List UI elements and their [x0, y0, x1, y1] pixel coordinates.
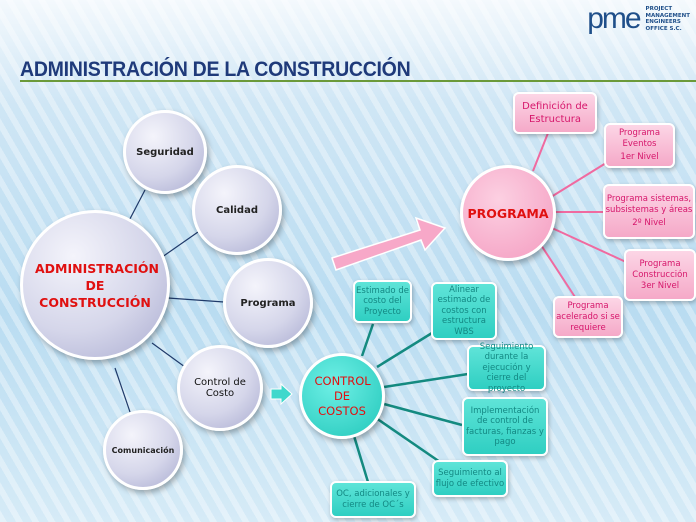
item-label: Seguimiento durante la ejecución y cierr… — [479, 341, 534, 394]
item-label: Implementación de control de facturas, f… — [466, 405, 544, 448]
connector-line — [376, 331, 433, 369]
item-label: Alinear estimado de costos con estructur… — [437, 284, 491, 337]
slide-title: ADMINISTRACIÓN DE LA CONSTRUCCIÓN — [20, 58, 411, 81]
costos-item: Implementación de control de facturas, f… — [462, 397, 548, 456]
costos-item: OC, adicionales y cierre de OC´s — [330, 481, 416, 518]
programa-circle: PROGRAMA — [460, 165, 556, 261]
node-label: Control de Costo — [194, 377, 246, 399]
node-label: Seguridad — [136, 146, 194, 158]
logo-line: ENGINEERS — [645, 19, 681, 25]
costos-item: Estimado de costo del Proyecto — [353, 280, 412, 323]
node-label: Comunicación — [111, 445, 175, 455]
connector-line — [383, 402, 463, 427]
costos-center-label: CONTROL DE COSTOS — [314, 373, 371, 418]
programa-item: Definición de Estructura — [513, 92, 597, 134]
logo-mark: pme — [587, 2, 641, 35]
node-seguridad: Seguridad — [123, 110, 207, 194]
programa-item: Programa Eventos 1er Nivel — [604, 123, 675, 168]
item-label: Seguimiento al flujo de efectivo — [435, 468, 505, 489]
connector-line — [540, 244, 576, 298]
node-control-de-costo: Control de Costo — [177, 345, 263, 431]
item-label: Estimado de costo del Proyecto — [356, 285, 409, 317]
teal-arrow-icon — [270, 382, 293, 406]
connector-line — [550, 162, 607, 198]
connector-line — [151, 342, 186, 368]
node-programa: Programa — [223, 258, 313, 348]
node-calidad: Calidad — [192, 165, 282, 255]
connector-line — [167, 297, 225, 303]
pink-arrow-icon — [331, 216, 447, 271]
item-label: Programa Construcción 3er Nivel — [632, 258, 688, 291]
item-level: 1er Nivel — [620, 152, 659, 162]
connector-line — [375, 416, 441, 464]
admin-center-label: ADMINISTRACIÓN DE CONSTRUCCIÓN — [35, 260, 159, 310]
item-label: Programa sistemas, subsistemas y áreas — [605, 194, 693, 215]
programa-center-label: PROGRAMA — [467, 205, 549, 221]
item-label: Programa Eventos — [618, 128, 661, 149]
node-label: Calidad — [215, 204, 258, 216]
node-comunicacion: Comunicación — [103, 410, 183, 490]
programa-item: Programa acelerado si se requiere — [553, 296, 623, 338]
company-logo: pme PROJECT MANAGEMENT ENGINEERS OFFICE … — [587, 2, 690, 36]
item-level: 2º Nivel — [632, 218, 666, 228]
costos-item: Alinear estimado de costos con estructur… — [431, 282, 497, 340]
control-costos-circle: CONTROL DE COSTOS — [299, 353, 385, 439]
connector-line — [532, 132, 549, 172]
programa-item: Programa sistemas, subsistemas y áreas 2º… — [603, 184, 695, 239]
connector-line — [551, 227, 627, 263]
logo-line: PROJECT — [645, 6, 673, 12]
programa-item: Programa Construcción 3er Nivel — [624, 249, 696, 301]
item-label: OC, adicionales y cierre de OC´s — [336, 489, 410, 510]
costos-item: Seguimiento al flujo de efectivo — [432, 460, 508, 497]
item-label: Definición de Estructura — [522, 101, 588, 125]
connector-line — [383, 372, 469, 389]
connector-line — [114, 367, 131, 413]
logo-line: OFFICE S.C. — [645, 25, 682, 32]
logo-line: MANAGEMENT — [645, 12, 690, 19]
logo-text: PROJECT MANAGEMENT ENGINEERS OFFICE S.C. — [646, 6, 690, 32]
admin-construccion-circle: ADMINISTRACIÓN DE CONSTRUCCIÓN — [20, 210, 170, 360]
node-label: Programa — [240, 297, 296, 309]
connector-line — [360, 323, 375, 357]
title-underline — [20, 80, 696, 82]
costos-item: Seguimiento durante la ejecución y cierr… — [467, 342, 546, 394]
connector-line — [352, 435, 370, 483]
item-label: Programa acelerado si se requiere — [556, 300, 620, 333]
